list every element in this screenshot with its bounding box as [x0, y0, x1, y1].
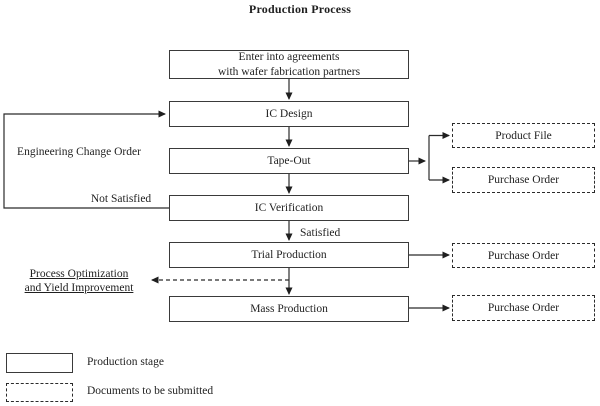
label-satisfied: Satisfied — [300, 227, 341, 239]
stage-box-trial-production: Trial Production — [169, 242, 409, 268]
feedback-loop-line — [3, 110, 169, 209]
label-engineering-change-order: Engineering Change Order — [17, 146, 141, 158]
stage-box-agreements: Enter into agreements with wafer fabrica… — [169, 50, 409, 79]
label-not-satisfied: Not Satisfied — [90, 193, 152, 205]
doc-box-purchase-order-3: Purchase Order — [452, 295, 595, 321]
stage-box-tape-out: Tape-Out — [169, 148, 409, 174]
label-process-optimization: Process Optimization and Yield Improveme… — [24, 268, 134, 295]
doc-box-purchase-order-1: Purchase Order — [452, 167, 595, 193]
diagram-title: Production Process — [248, 2, 352, 16]
doc-box-purchase-order-2: Purchase Order — [452, 243, 595, 268]
legend-swatch-production-stage — [6, 353, 73, 373]
legend-swatch-documents — [6, 383, 73, 402]
stage-box-mass-production: Mass Production — [169, 296, 409, 322]
stage-box-ic-design: IC Design — [169, 101, 409, 127]
stage-box-ic-verification: IC Verification — [169, 195, 409, 221]
legend-label-documents: Documents to be submitted — [87, 385, 214, 397]
legend-label-production-stage: Production stage — [87, 356, 164, 368]
doc-box-product-file: Product File — [452, 123, 595, 148]
